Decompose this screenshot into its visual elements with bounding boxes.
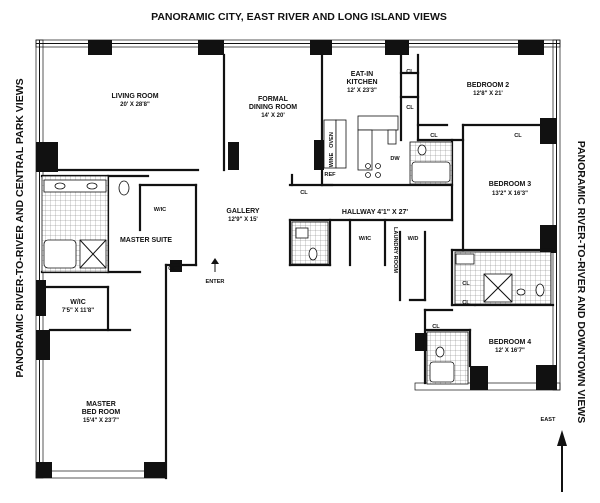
compass-arrow-icon: EAST [541, 417, 567, 492]
gallery-name: GALLERY [226, 208, 260, 215]
closet-label: CL [168, 266, 176, 272]
master-wic-dim: 7'5" X 11'8" [62, 308, 94, 314]
closet-label: CL [462, 300, 470, 306]
bedroom-2-dim: 12'8" X 21' [473, 91, 503, 97]
small-labels: CL CL CL CL CL CL CL CL CL W/IC W/IC W/D… [154, 69, 523, 330]
view-label-left: PANORAMIC RIVER-TO-RIVER AND CENTRAL PAR… [14, 78, 26, 377]
bedroom-3-name: BEDROOM 3 [489, 181, 532, 188]
living-room-dim: 20' X 28'8" [120, 102, 150, 108]
closet-label: CL [406, 105, 414, 111]
hallway-name: HALLWAY 4'1" X 27' [342, 209, 409, 216]
entry-marker: ENTER [206, 258, 225, 285]
wine-label: WINE [329, 152, 335, 167]
closet-label: CL [432, 324, 440, 330]
closet-label: CL [514, 133, 522, 139]
bedroom-3-dim: 13'2" X 16'3" [492, 191, 528, 197]
refrigerator-label: REF [324, 172, 336, 178]
laundry-room-name: LAUNDRY ROOM [392, 227, 398, 273]
bedroom-2-name: BEDROOM 2 [467, 82, 510, 89]
kitchen-name-2: KITCHEN [346, 79, 377, 86]
room-labels: LIVING ROOM 20' X 28'8" FORMAL DINING RO… [62, 71, 531, 424]
living-room-name: LIVING ROOM [111, 93, 158, 100]
view-label-top: PANORAMIC CITY, EAST RIVER AND LONG ISLA… [151, 11, 447, 23]
fixtures [43, 115, 545, 383]
closet-label: CL [462, 281, 470, 287]
tiled-areas [41, 141, 552, 385]
wic-label: W/IC [359, 236, 371, 242]
washer-dryer-label: W/D [408, 236, 419, 242]
kitchen-dim: 12' X 23'3" [347, 88, 377, 94]
master-bedroom-name-2: BED ROOM [82, 409, 121, 416]
east-label: EAST [541, 417, 557, 423]
bedroom-4-dim: 12' X 16'7" [495, 348, 525, 354]
master-bedroom-name-1: MASTER [86, 401, 116, 408]
structural-columns [36, 40, 557, 478]
dishwasher-label: DW [390, 156, 400, 162]
closet-label: CL [430, 133, 438, 139]
oven-label: OVEN [329, 132, 335, 148]
dining-room-dim: 14' X 20' [261, 113, 285, 119]
wic-label: W/IC [154, 207, 166, 213]
master-wic-name: W/IC [70, 299, 86, 306]
dining-room-name-1: FORMAL [258, 96, 289, 103]
view-label-right: PANORAMIC RIVER-TO-RIVER AND DOWNTOWN VI… [575, 141, 587, 424]
closet-label: CL [300, 190, 308, 196]
dining-room-name-2: DINING ROOM [249, 104, 297, 111]
master-suite-name: MASTER SUITE [120, 237, 172, 244]
bedroom-4-name: BEDROOM 4 [489, 339, 532, 346]
closet-label: CL [406, 69, 414, 75]
kitchen-name-1: EAT-IN [351, 71, 373, 78]
gallery-dim: 12'9" X 15' [228, 217, 258, 223]
master-bedroom-dim: 15'4" X 23'7" [83, 418, 119, 424]
enter-label: ENTER [206, 279, 225, 285]
